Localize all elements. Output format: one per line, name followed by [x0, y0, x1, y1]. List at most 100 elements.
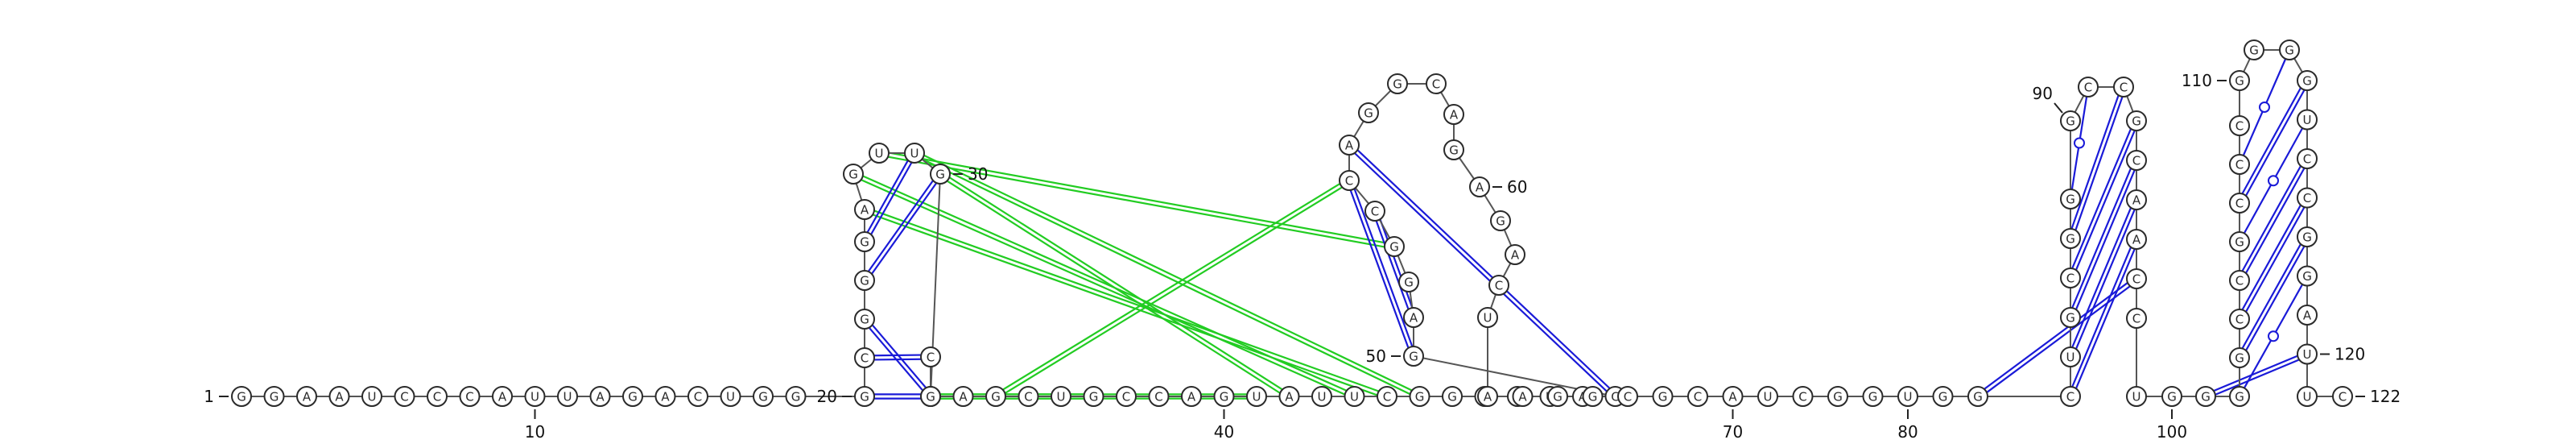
- position-label: 10: [525, 422, 545, 442]
- nucleotide-circle: [328, 386, 350, 407]
- nucleotide: U: [869, 143, 890, 164]
- nucleotide: C: [2060, 268, 2081, 288]
- canonical-base-pair: [1353, 188, 1414, 347]
- nucleotide-circle: [1582, 386, 1604, 407]
- nucleotide-circle: [2297, 109, 2318, 131]
- nucleotide: C: [2078, 77, 2099, 97]
- nucleotide-letter: C: [1624, 390, 1632, 404]
- nucleotide: C: [1488, 275, 1509, 296]
- nucleotide: C: [1617, 386, 1638, 407]
- nucleotide: U: [720, 386, 741, 407]
- nucleotide-letter: G: [2167, 390, 2177, 404]
- nucleotide-circle: [904, 143, 925, 164]
- nucleotide-circle: [2060, 386, 2081, 407]
- nucleotide-circle: [1116, 386, 1137, 407]
- nucleotide-circle: [1477, 307, 1498, 328]
- nucleotide-circle: [1469, 176, 1490, 197]
- position-label: 122: [2370, 387, 2401, 406]
- nucleotide: A: [1722, 386, 1744, 407]
- canonical-base-pair: [867, 180, 934, 272]
- nucleotide-circle: [1547, 386, 1568, 407]
- nucleotide-letter: G: [758, 390, 768, 404]
- canonical-base-pair: [1356, 149, 1611, 389]
- nucleotide-letter: G: [628, 390, 638, 404]
- nucleotide-circle: [1358, 102, 1379, 123]
- canonical-base-pair: [1354, 152, 1608, 392]
- canonical-base-pair: [2071, 128, 2132, 269]
- nucleotide: C: [459, 386, 481, 407]
- nucleotide-letter: C: [400, 390, 408, 404]
- nucleotide-circle: [720, 386, 741, 407]
- canonical-base-pair: [874, 358, 922, 361]
- nucleotide-letter: G: [2249, 44, 2259, 58]
- nucleotide: A: [328, 386, 350, 407]
- nucleotide-letter: C: [2303, 191, 2311, 205]
- nucleotide-circle: [1443, 139, 1464, 160]
- nucleotide-letter: C: [2132, 272, 2140, 287]
- nucleotide: G: [1384, 236, 1405, 257]
- nucleotide: G: [1862, 386, 1884, 407]
- nucleotide: C: [2229, 270, 2250, 291]
- nucleotide: U: [1344, 386, 1365, 407]
- nucleotide-circle: [2297, 187, 2318, 209]
- tertiary-interaction-line: [861, 179, 1345, 396]
- nucleotide-circle: [2297, 386, 2318, 407]
- nucleotide-circle: [1246, 386, 1267, 407]
- nucleotide-circle: [1051, 386, 1071, 407]
- noncanonical-pair-marker: [2268, 330, 2279, 342]
- nucleotide-circle: [985, 386, 1006, 407]
- nucleotide-letter: G: [237, 390, 246, 404]
- nucleotide-letter: A: [498, 390, 507, 404]
- nucleotide-circle: [557, 386, 578, 407]
- canonical-base-pair: [1349, 189, 1410, 349]
- nucleotide: C: [687, 386, 708, 407]
- tertiary-interaction-line: [888, 156, 1385, 248]
- nucleotide-circle: [1757, 386, 1778, 407]
- nucleotide-circle: [2229, 309, 2250, 330]
- nucleotide-letter: G: [1449, 143, 1459, 158]
- nucleotide: G: [2060, 307, 2081, 328]
- nucleotide-letter: C: [2066, 272, 2074, 286]
- nucleotide-circle: [1862, 386, 1884, 407]
- nucleotide-letter: U: [1057, 390, 1066, 404]
- nucleotide-circle: [2229, 154, 2250, 175]
- nucleotide: U: [2126, 386, 2147, 407]
- nucleotide-letter: C: [1345, 174, 1353, 189]
- nucleotide-circle: [1443, 104, 1464, 125]
- nucleotide-letter: U: [2066, 351, 2075, 365]
- nucleotide-circle: [2126, 150, 2147, 171]
- canonical-base-pair: [2075, 209, 2136, 350]
- nucleotide-circle: [2060, 346, 2081, 367]
- position-label: 90: [2033, 84, 2053, 103]
- nucleotide-letter: A: [1476, 180, 1484, 195]
- nucleotide-letter: U: [2303, 390, 2312, 404]
- nucleotide-letter: C: [2235, 119, 2244, 134]
- nucleotide-letter: A: [1518, 390, 1527, 404]
- nucleotide-letter: G: [1393, 77, 1402, 92]
- nucleotide: A: [1477, 386, 1498, 407]
- canonical-base-pair: [2071, 168, 2132, 309]
- nucleotide-circle: [2297, 226, 2318, 247]
- nucleotide: C: [394, 386, 415, 407]
- nucleotide-letter: C: [465, 390, 473, 404]
- nucleotide-circle: [524, 386, 546, 407]
- nucleotide-circle: [1403, 307, 1424, 328]
- nucleotide-circle: [854, 199, 875, 220]
- canonical-base-pair: [2075, 248, 2136, 389]
- nucleotide-circle: [2279, 39, 2300, 60]
- nucleotide-circle: [1278, 386, 1300, 407]
- nucleotide-letter: G: [2201, 390, 2211, 404]
- nucleotide-letter: G: [2235, 235, 2244, 250]
- nucleotide-circle: [1384, 236, 1405, 257]
- canonical-base-pair: [2213, 355, 2298, 392]
- nucleotide-letter: C: [694, 390, 702, 404]
- position-tick: [2054, 102, 2063, 114]
- nucleotide-letter: G: [2066, 114, 2075, 129]
- nucleotide-circle: [1722, 386, 1744, 407]
- nucleotide: U: [524, 386, 546, 407]
- nucleotide-letter: G: [2302, 74, 2312, 89]
- nucleotide-letter: C: [2235, 197, 2244, 211]
- nucleotide-circle: [920, 386, 941, 407]
